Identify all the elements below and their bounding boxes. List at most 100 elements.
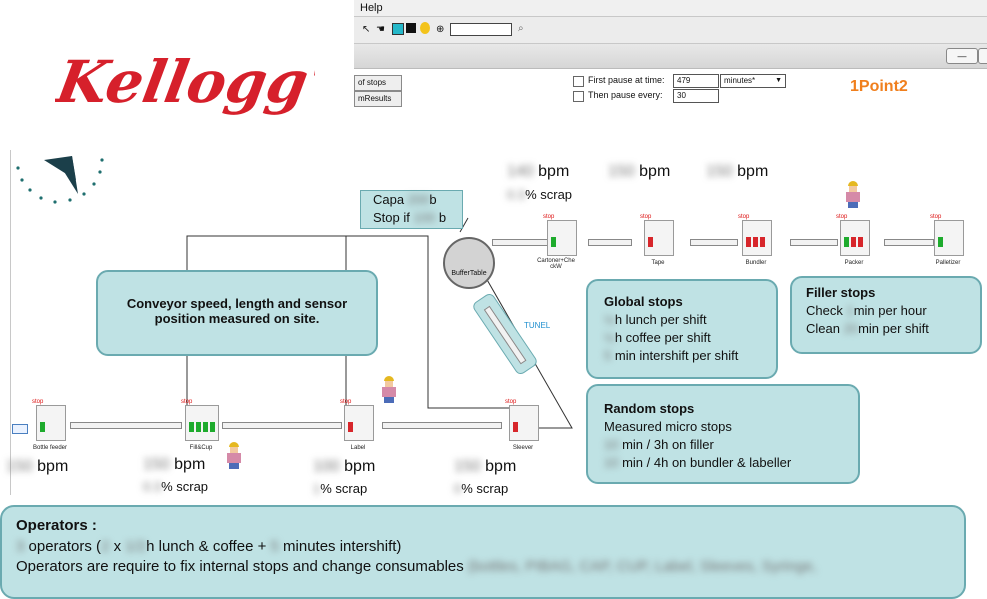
rate-unit: bpm — [737, 163, 769, 180]
minimize-button[interactable]: — — [946, 48, 978, 64]
fill-icon[interactable] — [406, 23, 416, 33]
rate-unit: bpm — [485, 458, 517, 475]
stop-flag: stop — [340, 399, 352, 405]
machine-label: Fill&Cup — [189, 445, 213, 451]
rate-value: 150 — [706, 163, 733, 180]
operators-panel: Operators : 3 operators (2 x 1/2h lunch … — [0, 505, 966, 599]
status-bar — [753, 237, 758, 247]
color-icon[interactable] — [392, 23, 404, 35]
filler-check-label: Check — [806, 303, 843, 318]
rate-bottom-3: 100 bpm — [313, 458, 375, 476]
scrap-top-1: 0.3% scrap — [507, 186, 572, 204]
search-icon[interactable]: ⌕ — [518, 23, 524, 34]
machine-label: Label — [350, 445, 366, 451]
scrap-unit: % scrap — [461, 481, 509, 496]
global-stops-title: Global stops — [604, 294, 683, 309]
rate-bottom-1: 150 bpm — [6, 458, 68, 476]
rate-bottom-2: 150 bpm — [143, 456, 205, 474]
stop-flag: stop — [836, 214, 848, 220]
first-pause-label: First pause at time: — [588, 75, 665, 85]
control-panel: of stops mResults First pause at time: 4… — [354, 69, 987, 155]
first-pause-input[interactable]: 479 — [673, 74, 719, 88]
stop-flag: stop — [738, 214, 750, 220]
machine-box — [934, 220, 964, 256]
operator-icon — [846, 181, 860, 208]
operators-count: 3 — [16, 538, 25, 555]
conveyor-note: Conveyor speed, length and sensor positi… — [96, 270, 378, 356]
stopif-label: Stop if — [373, 210, 410, 225]
status-bar — [844, 237, 849, 247]
pause-unit-value: minutes* — [724, 76, 756, 85]
rate-value: 150 — [6, 458, 33, 475]
filler-stops-title: Filler stops — [806, 285, 876, 300]
filler-check-text: min per hour — [853, 303, 927, 318]
scrap-value: 0.3 — [507, 187, 526, 202]
operators-minutes: 5 — [270, 538, 279, 555]
scrap-unit: % scrap — [320, 481, 368, 496]
hand-icon[interactable]: ☚ — [376, 24, 385, 35]
rate-value: 150 — [143, 456, 170, 473]
results-button[interactable]: mResults — [354, 91, 402, 107]
scrap-value: 1 — [313, 481, 321, 496]
stop-flag: stop — [930, 214, 942, 220]
buffer-table[interactable]: BufferTable — [443, 237, 495, 289]
maximize-button[interactable]: ▭ — [978, 48, 987, 64]
operators-duties: Operators are require to fix internal st… — [16, 558, 464, 575]
machine-box — [185, 405, 219, 441]
machine-box — [509, 405, 539, 441]
first-pause-checkbox[interactable] — [573, 76, 584, 87]
conveyor — [222, 422, 342, 429]
machine-label: Sleever — [512, 445, 534, 451]
scrap-bottom-2: 0.3% scrap — [143, 478, 208, 496]
then-pause-label: Then pause every: — [588, 90, 663, 100]
machine-box — [547, 220, 577, 256]
global-intershift-value: 5 — [604, 348, 612, 363]
conveyor — [690, 239, 738, 246]
logo-panel: Kellogg's — [0, 0, 352, 150]
status-bar — [348, 422, 353, 432]
machine-label: Tape — [651, 260, 665, 266]
capa-label: Capa — [373, 192, 405, 207]
machine-box — [36, 405, 66, 441]
pointer-icon[interactable]: ↖ — [362, 24, 371, 35]
operator-icon — [227, 442, 241, 469]
toolbar-field[interactable] — [450, 23, 512, 36]
window-bar: — ▭ — [354, 44, 987, 69]
menu-bar: Help — [354, 0, 987, 17]
global-intershift-text: min intershift per shift — [614, 348, 739, 363]
menu-help[interactable]: Help — [360, 2, 383, 14]
conveyor — [382, 422, 502, 429]
pin-icon[interactable]: ⊕ — [436, 24, 445, 35]
global-coffee-value: ½ — [604, 330, 615, 345]
stops-button[interactable]: of stops — [354, 75, 402, 91]
kelloggs-logo: Kellogg's — [55, 47, 315, 115]
operator-icon — [382, 376, 396, 403]
rate-bottom-4: 150 bpm — [454, 458, 516, 476]
conveyor — [884, 239, 934, 246]
source-node[interactable] — [12, 424, 28, 434]
conveyor-note-line2: position measured on site. — [154, 311, 320, 326]
rate-unit: bpm — [538, 163, 570, 180]
stopif-unit: b — [438, 210, 447, 225]
random-bundler-value: 10 — [604, 455, 619, 470]
global-coffee-text: h coffee per shift — [614, 330, 711, 345]
capa-unit: b — [429, 192, 437, 207]
machine-box — [840, 220, 870, 256]
clock-icon — [16, 156, 104, 204]
stopif-value: 100 — [413, 210, 436, 225]
random-bundler-text: min / 4h on bundler & labeller — [622, 455, 792, 470]
operators-text-d: minutes intershift) — [283, 538, 402, 555]
machine-label: Palletizer — [935, 260, 961, 266]
random-filler-text: min / 3h on filler — [622, 437, 714, 452]
rate-unit: bpm — [37, 458, 69, 475]
then-pause-checkbox[interactable] — [573, 91, 584, 102]
filler-stops-note: Filler stops Check 1min per hour Clean 2… — [790, 276, 982, 354]
pause-unit-select[interactable]: minutes* ▼ — [720, 74, 786, 88]
filler-clean-value: 20 — [843, 321, 859, 336]
bulb-icon[interactable] — [420, 22, 430, 34]
random-stops-note: Random stops Measured micro stops 10 min… — [586, 384, 860, 484]
random-filler-value: 10 — [604, 437, 619, 452]
then-pause-input[interactable]: 30 — [673, 89, 719, 103]
svg-text:Kellogg's: Kellogg's — [55, 47, 315, 115]
operators-text-a: operators ( — [28, 538, 102, 555]
